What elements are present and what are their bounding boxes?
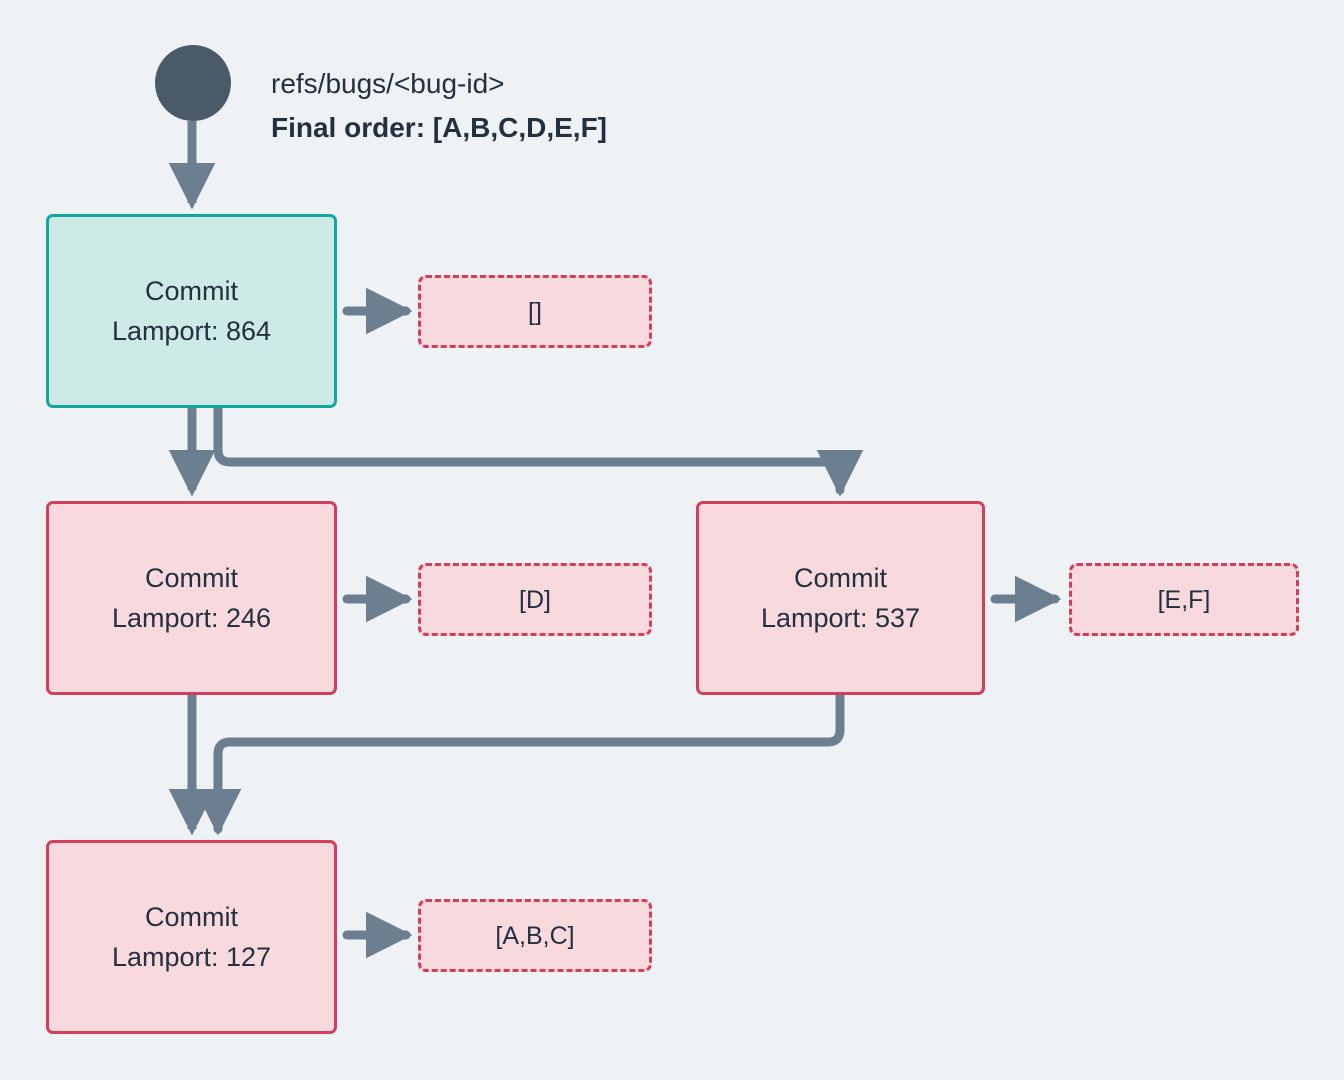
commit-node-864-title: Commit (145, 276, 238, 306)
commit-node-246[interactable]: Commit Lamport: 246 (46, 501, 337, 695)
ref-path-label: refs/bugs/<bug-id> (271, 68, 505, 99)
payload-box-246-text: [D] (519, 585, 551, 614)
commit-node-127-title: Commit (145, 902, 238, 932)
edge-commit864-to-commit537 (213, 403, 864, 497)
commit-node-864[interactable]: Commit Lamport: 864 (46, 214, 337, 408)
commit-node-127[interactable]: Commit Lamport: 127 (46, 840, 337, 1034)
commit-node-537-lamport: Lamport: 537 (760, 603, 921, 633)
root-circle-icon (155, 45, 231, 121)
payload-box-246[interactable]: [D] (418, 563, 652, 636)
payload-box-537-text: [E,F] (1157, 585, 1211, 614)
payload-box-127[interactable]: [A,B,C] (418, 899, 652, 972)
final-order-label: Final order: [A,B,C,D,E,F] (271, 112, 607, 143)
commit-node-246-lamport: Lamport: 246 (111, 603, 272, 633)
payload-box-537[interactable]: [E,F] (1069, 563, 1299, 636)
commit-node-537-title: Commit (794, 563, 887, 593)
payload-box-864[interactable]: [] (418, 275, 652, 348)
commit-node-246-title: Commit (145, 563, 238, 593)
edge-commit537-to-commit127 (194, 690, 845, 836)
header-text-block: refs/bugs/<bug-id> Final order: [A,B,C,D… (271, 62, 971, 150)
commit-node-127-lamport: Lamport: 127 (111, 942, 272, 972)
commit-node-864-lamport: Lamport: 864 (111, 316, 272, 346)
payload-box-864-text: [] (528, 297, 542, 326)
payload-box-127-text: [A,B,C] (495, 921, 575, 950)
commit-node-537[interactable]: Commit Lamport: 537 (696, 501, 985, 695)
